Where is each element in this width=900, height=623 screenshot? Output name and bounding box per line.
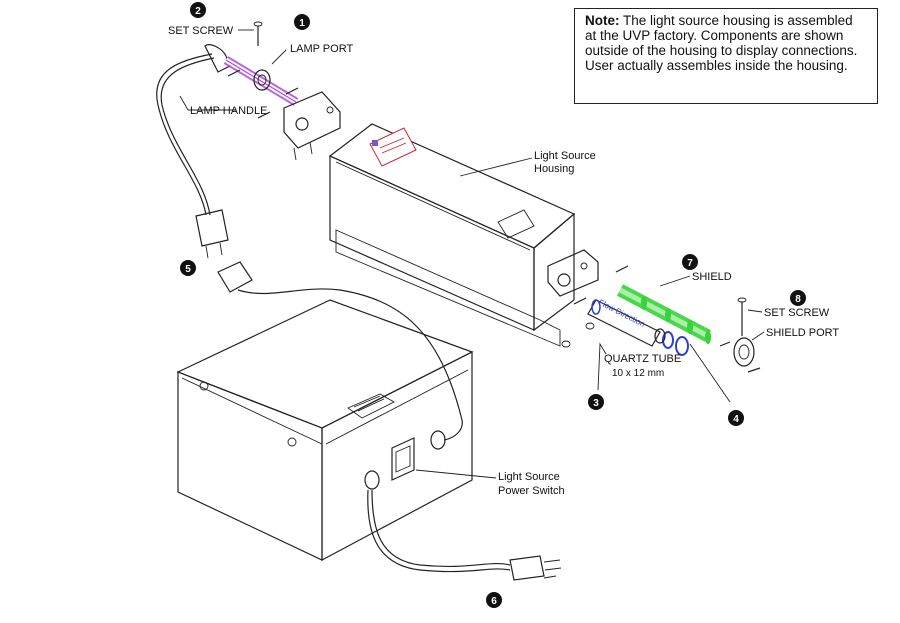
- set-screw-left-label: SET SCREW: [168, 25, 234, 37]
- quartz-size-label: 10 x 12 mm: [612, 368, 664, 379]
- callout-2: 2: [190, 2, 206, 18]
- quartz-tube: [587, 299, 689, 356]
- svg-text:2: 2: [195, 6, 201, 17]
- lamp-assembly: [204, 21, 341, 161]
- svg-text:8: 8: [795, 294, 801, 305]
- note-box: Note: The light source housing is assemb…: [574, 8, 878, 104]
- housing-label-line2: Housing: [534, 163, 574, 175]
- callout-4: 4: [728, 410, 744, 426]
- set-screw-right-label: SET SCREW: [764, 307, 830, 319]
- callout-5: 5: [180, 260, 196, 276]
- quartz-tube-label: QUARTZ TUBE: [604, 353, 681, 365]
- note-text: The light source housing is assembled at…: [585, 13, 858, 73]
- callout-7: 7: [682, 254, 698, 270]
- leader-lines: [179, 29, 765, 479]
- note-heading: Note:: [585, 13, 620, 28]
- svg-text:4: 4: [733, 414, 739, 425]
- svg-text:6: 6: [491, 596, 497, 607]
- svg-text:3: 3: [593, 398, 599, 409]
- power-supply-box: [176, 299, 474, 561]
- lamp-cord: [156, 53, 463, 441]
- svg-text:5: 5: [185, 264, 191, 275]
- power-switch-label-line2: Power Switch: [498, 485, 565, 497]
- lamp-port-label: LAMP PORT: [290, 43, 353, 55]
- callout-8: 8: [790, 290, 806, 306]
- housing-label-line1: Light Source: [534, 150, 596, 162]
- shield-label: SHIELD: [692, 271, 732, 283]
- svg-text:1: 1: [299, 18, 305, 29]
- shield-port: [719, 297, 761, 373]
- power-switch-label-line1: Light Source: [498, 471, 560, 483]
- svg-text:7: 7: [687, 258, 693, 269]
- callout-6: 6: [486, 592, 502, 608]
- callout-1: 1: [294, 14, 310, 30]
- shield: [616, 284, 712, 344]
- shield-port-label: SHIELD PORT: [766, 327, 839, 339]
- lamp-handle-label: LAMP HANDLE: [190, 105, 267, 117]
- light-source-housing: [328, 123, 629, 348]
- callout-3: 3: [588, 394, 604, 410]
- power-cord: [367, 489, 562, 581]
